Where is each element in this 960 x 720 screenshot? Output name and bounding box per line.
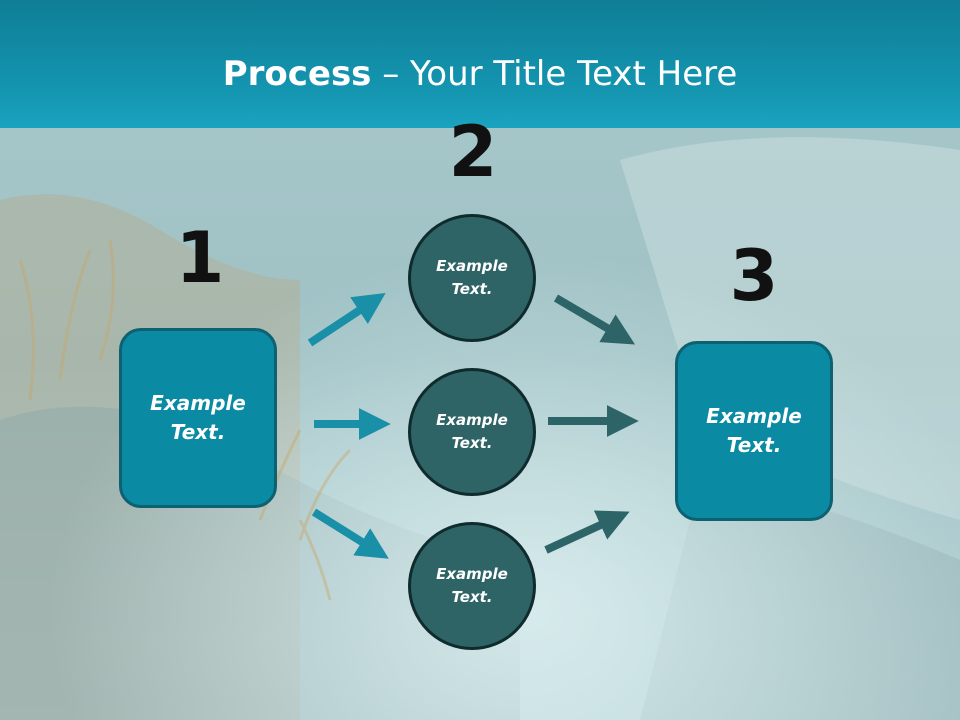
circle-top-text: Example Text. (436, 257, 508, 298)
title-bar (0, 0, 960, 128)
step-3-text: Example Text. (706, 404, 802, 457)
slide-title: Process – Your Title Text Here (0, 52, 960, 96)
title-rest: – Your Title Text Here (371, 54, 738, 94)
circle-top: Example Text. (408, 214, 536, 342)
step-1-box: Example Text. (119, 328, 277, 508)
circle-bottom-text: Example Text. (436, 565, 508, 606)
arrow-box1-to-circle-top (307, 292, 386, 347)
circle-middle: Example Text. (408, 368, 536, 496)
arrow-circle-bottom-to-box3 (544, 510, 630, 554)
step-number-2: 2 (448, 111, 498, 193)
arrow-box1-to-circle-bottom (311, 508, 389, 559)
step-1-text: Example Text. (150, 391, 246, 444)
arrow-circle-top-to-box3 (553, 294, 636, 345)
step-number-1: 1 (175, 217, 225, 299)
title-bold: Process (222, 54, 372, 94)
circle-bottom: Example Text. (408, 522, 536, 650)
step-number-3: 3 (729, 235, 779, 317)
step-3-box: Example Text. (675, 341, 833, 521)
circle-middle-text: Example Text. (436, 411, 508, 452)
